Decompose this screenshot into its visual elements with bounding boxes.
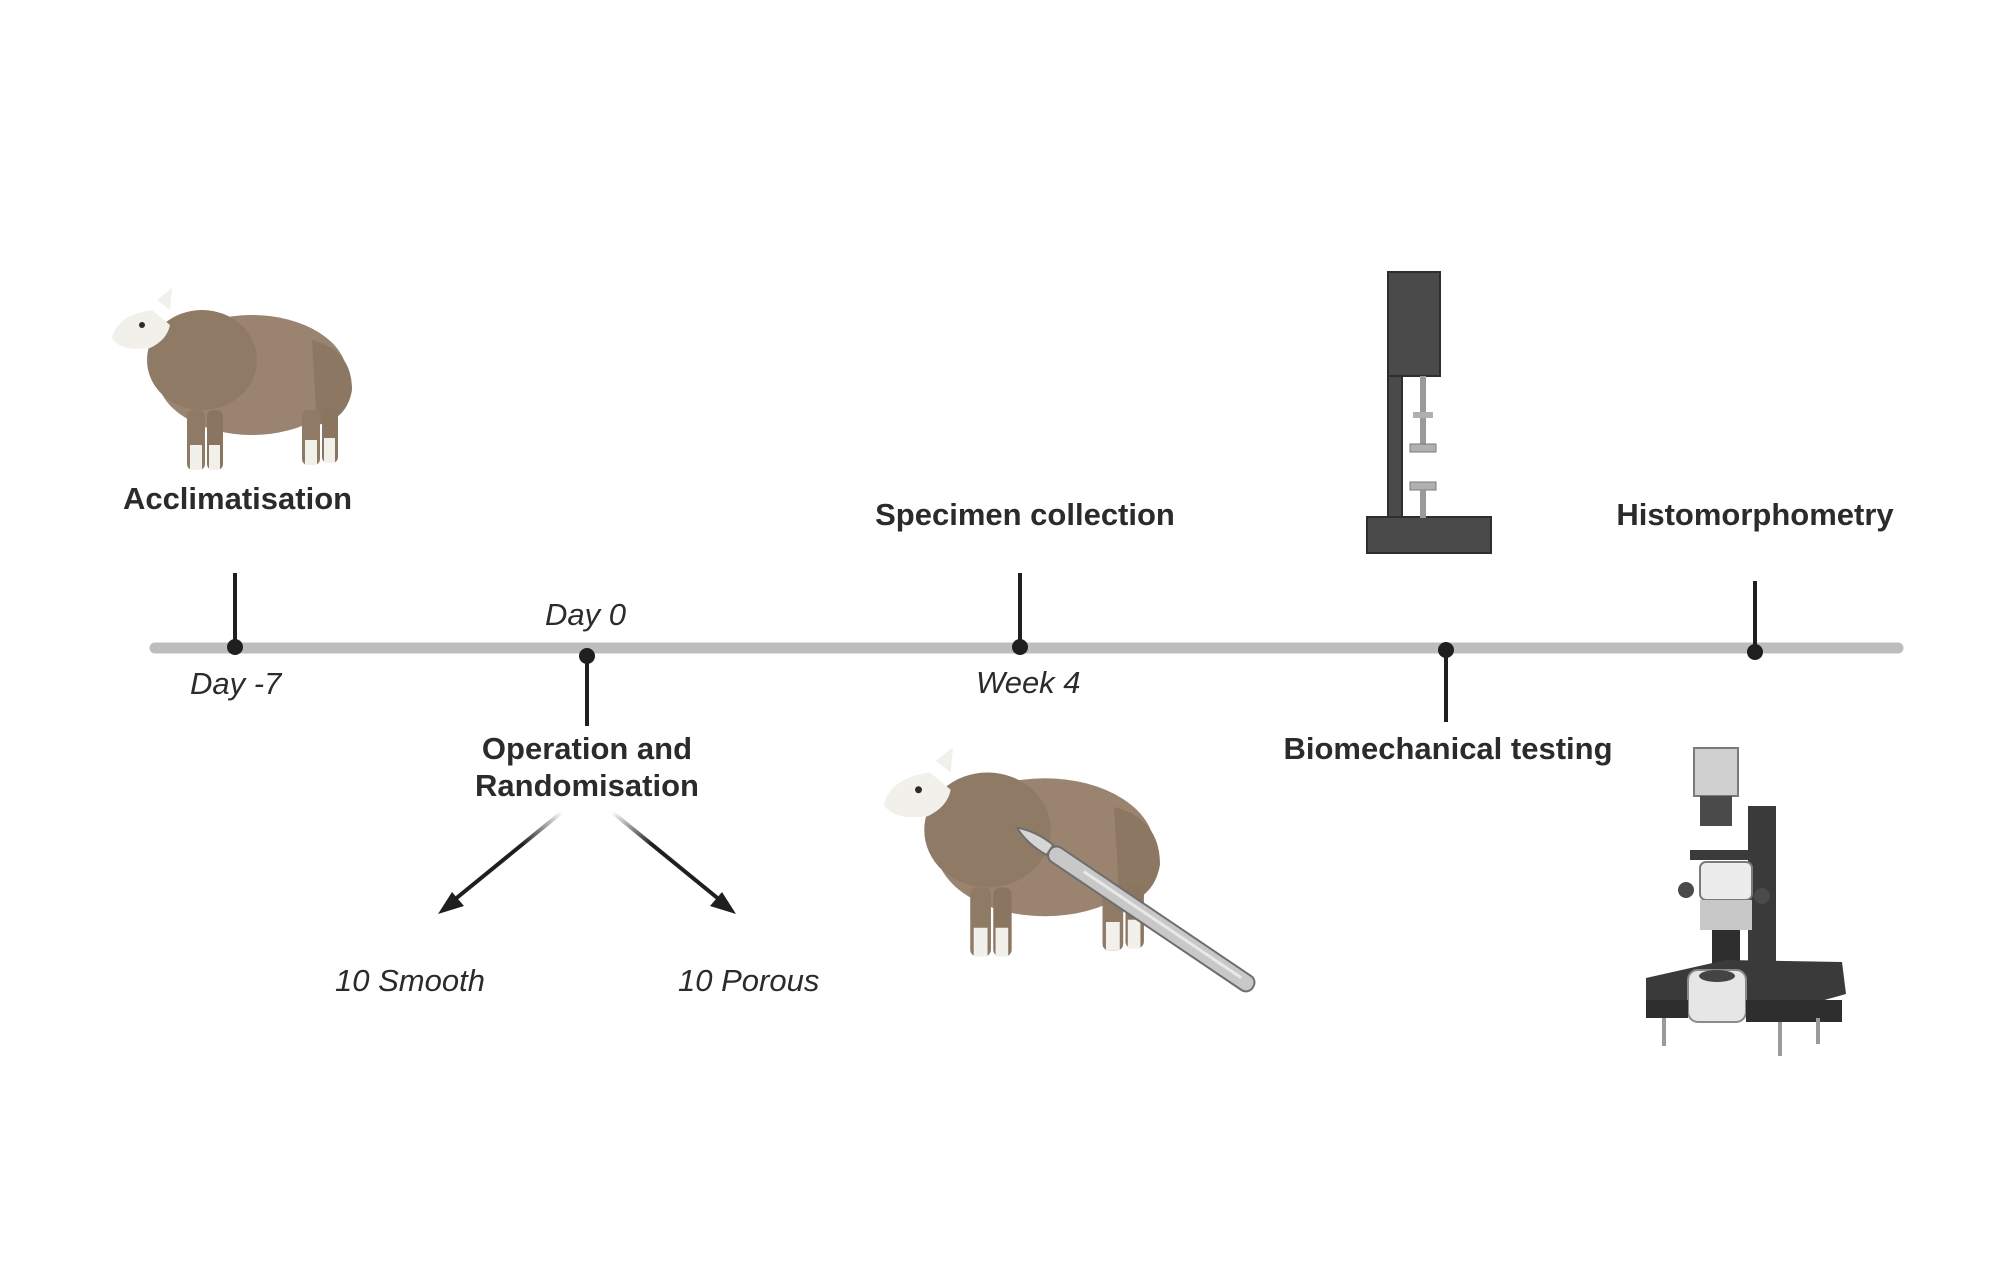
marker-dot-specimen: [1012, 639, 1028, 655]
testing-machine-icon: [1366, 271, 1492, 554]
label-acclimatisation: Acclimatisation: [122, 481, 353, 516]
group-smooth: 10 Smooth: [335, 963, 485, 998]
randomisation-arrows: [438, 810, 736, 914]
time-week-4: Week 4: [976, 665, 1081, 700]
time-day-minus-7: Day -7: [190, 666, 282, 701]
group-porous: 10 Porous: [678, 963, 820, 998]
label-operation-line2: Randomisation: [475, 768, 699, 803]
sheep-icon: [112, 288, 352, 470]
label-specimen-collection: Specimen collection: [875, 497, 1175, 532]
marker-dot-operation: [579, 648, 595, 664]
label-histomorphometry: Histomorphometry: [1616, 497, 1894, 532]
marker-dot-acclimatisation: [227, 639, 243, 655]
microscope-icon: [1646, 747, 1846, 1056]
sheep-with-scalpel-icon: [884, 747, 1256, 993]
marker-dot-biomech: [1438, 642, 1454, 658]
time-day-0: Day 0: [545, 597, 626, 632]
marker-dot-histo: [1747, 644, 1763, 660]
label-operation-line1: Operation and: [481, 731, 693, 766]
label-biomechanical-testing: Biomechanical testing: [1283, 731, 1613, 766]
